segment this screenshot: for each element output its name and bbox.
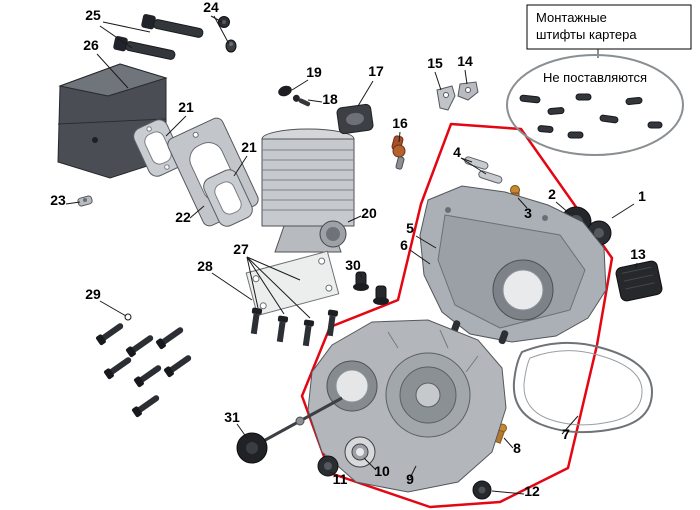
screw-set-29: [95, 313, 192, 418]
not-supplied-group: Не поставляются: [506, 54, 684, 156]
label-21b: 21: [241, 139, 257, 155]
label-10: 10: [374, 463, 390, 479]
label-4: 4: [453, 144, 461, 160]
clip-23: [77, 195, 93, 207]
label-15: 15: [427, 55, 443, 71]
crankcase-left-half: [307, 319, 507, 493]
label-27: 27: [233, 241, 249, 257]
dowel-pins-4: [464, 156, 503, 184]
label-8: 8: [513, 440, 521, 456]
label-20: 20: [361, 205, 377, 221]
label-17: 17: [368, 63, 384, 79]
gasket-21-lower: [203, 169, 253, 227]
callout-line2: штифты картера: [536, 27, 637, 42]
screw-18: [292, 94, 311, 107]
base-plate-27: [245, 250, 340, 317]
bracket-15: [436, 85, 456, 111]
plate-bolts-28: [250, 307, 339, 347]
part-labels: 25 24 26 19 18 17 15 14 16 21 21 22 23 2…: [50, 0, 646, 499]
cap-12: [472, 480, 492, 500]
label-29: 29: [85, 286, 101, 302]
bearing-10: [344, 436, 376, 468]
label-18: 18: [322, 91, 338, 107]
callout-line1: Монтажные: [536, 10, 607, 25]
label-25: 25: [85, 7, 101, 23]
label-6: 6: [400, 237, 408, 253]
label-26: 26: [83, 37, 99, 53]
label-23: 23: [50, 192, 66, 208]
crankcase-gasket-7: [512, 341, 654, 434]
nut-washer-24: [218, 16, 237, 53]
plugs-30: [353, 271, 389, 305]
label-13: 13: [630, 246, 646, 262]
label-9: 9: [406, 471, 414, 487]
buffer-13: [615, 260, 663, 302]
label-3: 3: [524, 205, 532, 221]
label-1: 1: [638, 188, 646, 204]
label-19: 19: [306, 64, 322, 80]
crankcase-right-half: [419, 185, 607, 345]
manifold-spacer-17: [336, 103, 374, 135]
leader-lines: [65, 15, 638, 495]
oil-pump-16: [391, 135, 406, 170]
cylinder-20: [261, 128, 355, 253]
label-14: 14: [457, 53, 473, 69]
gasket-21-upper: [133, 119, 183, 177]
label-2: 2: [548, 186, 556, 202]
label-7: 7: [562, 426, 570, 442]
label-28: 28: [197, 258, 213, 274]
long-screws-25: [113, 14, 204, 60]
label-31: 31: [224, 409, 240, 425]
label-30: 30: [345, 257, 361, 273]
label-22: 22: [175, 209, 191, 225]
label-21a: 21: [178, 99, 194, 115]
callout-box: Монтажные штифты картера: [526, 4, 692, 58]
crankcase-highlight-outline: [300, 122, 614, 509]
crankcase-pins: [519, 93, 663, 139]
label-11: 11: [333, 471, 348, 487]
label-12: 12: [524, 483, 540, 499]
oil-seal-11: [317, 455, 339, 477]
bracket-14: [457, 81, 479, 101]
label-24: 24: [203, 0, 219, 15]
not-supplied-note: Не поставляются: [543, 70, 647, 85]
plug-19: [278, 85, 292, 97]
label-16: 16: [392, 115, 408, 131]
label-5: 5: [406, 220, 414, 236]
knob-shaft-31: [236, 396, 343, 464]
